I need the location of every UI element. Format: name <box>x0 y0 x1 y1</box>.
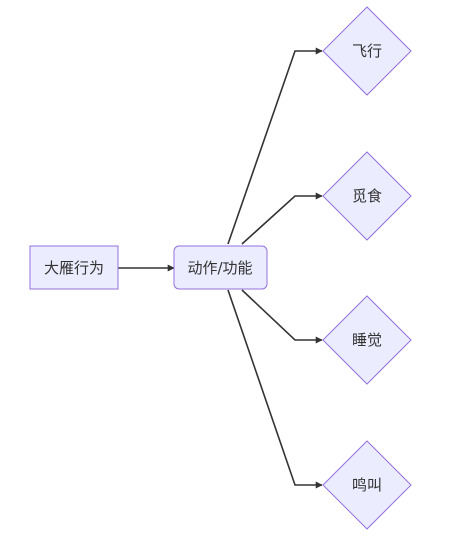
hub-node: 动作/功能 <box>173 245 268 290</box>
leaf-node-2-label: 觅食 <box>352 187 382 205</box>
edge-hub-to-leaf-3 <box>241 289 323 344</box>
source-node-label: 大雁行为 <box>44 259 104 277</box>
edges <box>118 47 323 489</box>
leaf-node-2: 觅食 <box>322 151 412 241</box>
leaf-node-4-label: 鸣叫 <box>352 476 382 494</box>
edge-hub-to-leaf-1 <box>227 47 323 245</box>
edge-hub-to-leaf-2 <box>241 192 323 245</box>
leaf-node-4: 鸣叫 <box>322 440 412 530</box>
leaf-node-3: 睡觉 <box>322 295 412 385</box>
leaf-node-1-label: 飞行 <box>352 42 382 60</box>
source-node: 大雁行为 <box>29 245 119 290</box>
leaf-node-3-label: 睡觉 <box>352 331 382 349</box>
edge-hub-to-leaf-4 <box>227 289 323 489</box>
leaf-node-1: 飞行 <box>322 6 412 96</box>
hub-node-label: 动作/功能 <box>187 259 252 277</box>
